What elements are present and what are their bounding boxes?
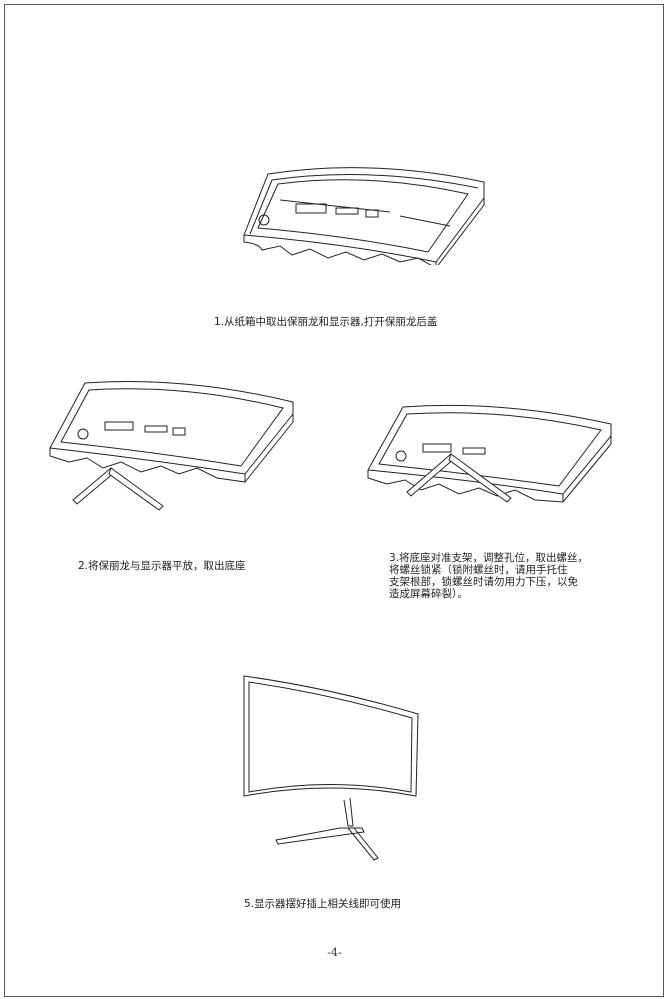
foam-flat-base-removed-illustration	[45, 378, 300, 513]
attach-base-illustration	[363, 402, 618, 512]
page-number: -4-	[327, 946, 342, 959]
step-3-caption-line-1: 3.将底座对准支架，调整孔位，取出螺丝，	[389, 552, 589, 564]
step-3-caption: 3.将底座对准支架，调整孔位，取出螺丝， 将螺丝锁紧（锁附螺丝时，请用手托住 支…	[389, 552, 634, 600]
step-3-caption-line-4: 造成屏幕碎裂）。	[389, 588, 468, 600]
assembled-monitor-illustration	[240, 672, 425, 872]
step-3-caption-line-3: 支架根部，锁螺丝时请勿用力下压，以免	[389, 576, 578, 588]
step-3-caption-line-2: 将螺丝锁紧（锁附螺丝时，请用手托住	[389, 564, 568, 576]
monitor-in-foam-illustration	[240, 160, 495, 265]
page-frame	[4, 4, 664, 997]
step-1-caption: 1.从纸箱中取出保丽龙和显示器,打开保丽龙后盖	[214, 316, 438, 328]
step-2-caption: 2.将保丽龙与显示器平放，取出底座	[78, 560, 246, 572]
step-5-caption: 5.显示器摆好插上相关线即可使用	[244, 898, 402, 910]
